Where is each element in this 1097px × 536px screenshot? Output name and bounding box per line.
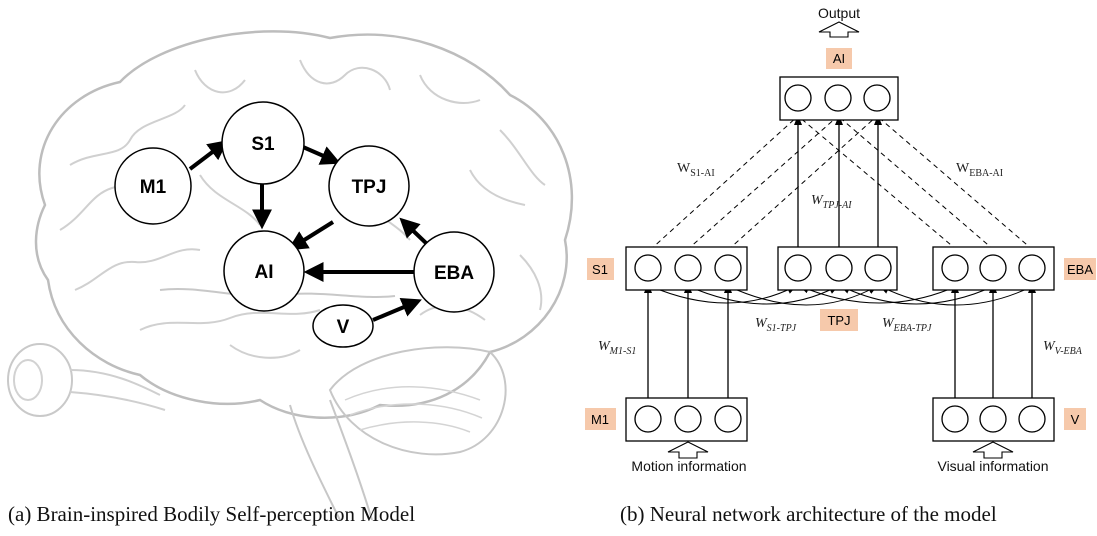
weight-eba-tpj: WEBA-TPJ bbox=[882, 316, 932, 334]
weight-s1-ai: WS1-AI bbox=[677, 161, 715, 179]
tag-s1-text: S1 bbox=[592, 262, 608, 277]
eye bbox=[7, 343, 73, 417]
tag-eba: EBA bbox=[1064, 258, 1096, 280]
dashed-connections bbox=[649, 115, 1034, 251]
layer-m1 bbox=[625, 397, 748, 442]
motion-information-label: Motion information bbox=[631, 458, 746, 474]
arrow-tpj-ai bbox=[287, 220, 335, 251]
tag-tpj-text: TPJ bbox=[827, 313, 850, 328]
brain-stem bbox=[289, 399, 373, 521]
tag-s1: S1 bbox=[587, 258, 614, 280]
output-label: Output bbox=[818, 5, 860, 21]
tag-ai-text: AI bbox=[833, 51, 845, 66]
weight-eba-ai: WEBA-AI bbox=[956, 161, 1003, 179]
arrow-eba-tpj bbox=[399, 217, 429, 246]
layer-s1 bbox=[625, 246, 748, 291]
node-eba-label: EBA bbox=[434, 263, 474, 284]
curved-connections bbox=[649, 285, 1034, 306]
weight-v-eba: WV-EBA bbox=[1043, 339, 1083, 357]
node-eba: EBA bbox=[413, 231, 495, 313]
tag-ai: AI bbox=[826, 48, 852, 69]
tag-m1: M1 bbox=[585, 408, 616, 430]
tpj-ai-arrows bbox=[794, 115, 882, 252]
layer-ai bbox=[779, 76, 899, 121]
output-block-arrow bbox=[818, 21, 860, 38]
tag-m1-text: M1 bbox=[591, 412, 609, 427]
node-tpj: TPJ bbox=[328, 145, 410, 227]
cerebellum bbox=[328, 346, 507, 456]
caption-left: (a) Brain-inspired Bodily Self-perceptio… bbox=[8, 502, 416, 526]
arrow-v-eba bbox=[372, 298, 422, 322]
weight-tpj-ai: WTPJ-AI bbox=[811, 193, 852, 211]
visual-information-label: Visual information bbox=[937, 458, 1048, 474]
caption-right: (b) Neural network architecture of the m… bbox=[620, 502, 997, 526]
node-s1-label: S1 bbox=[251, 134, 275, 155]
weight-m1-s1: WM1-S1 bbox=[598, 339, 636, 357]
input-arrows bbox=[644, 283, 1036, 402]
node-v: V bbox=[312, 304, 374, 348]
node-tpj-label: TPJ bbox=[352, 177, 387, 198]
visual-block-arrow bbox=[972, 441, 1014, 459]
node-m1-label: M1 bbox=[140, 177, 167, 198]
layer-tpj bbox=[777, 246, 898, 291]
tag-v: V bbox=[1064, 408, 1086, 430]
node-v-label: V bbox=[337, 317, 350, 338]
tag-eba-text: EBA bbox=[1067, 262, 1093, 277]
arrow-s1-tpj bbox=[302, 145, 341, 165]
brain-outline bbox=[34, 30, 574, 419]
tag-v-text: V bbox=[1071, 412, 1080, 427]
node-ai: AI bbox=[223, 230, 305, 312]
weight-s1-tpj: WS1-TPJ bbox=[755, 316, 797, 334]
layer-v bbox=[932, 397, 1055, 442]
layer-eba bbox=[932, 246, 1055, 291]
node-s1: S1 bbox=[221, 101, 305, 185]
arrow-m1-s1 bbox=[188, 140, 229, 171]
left-arrows bbox=[188, 140, 429, 322]
node-m1: M1 bbox=[114, 147, 192, 225]
node-ai-label: AI bbox=[255, 262, 274, 283]
motion-block-arrow bbox=[667, 441, 709, 459]
tag-tpj: TPJ bbox=[820, 309, 858, 331]
